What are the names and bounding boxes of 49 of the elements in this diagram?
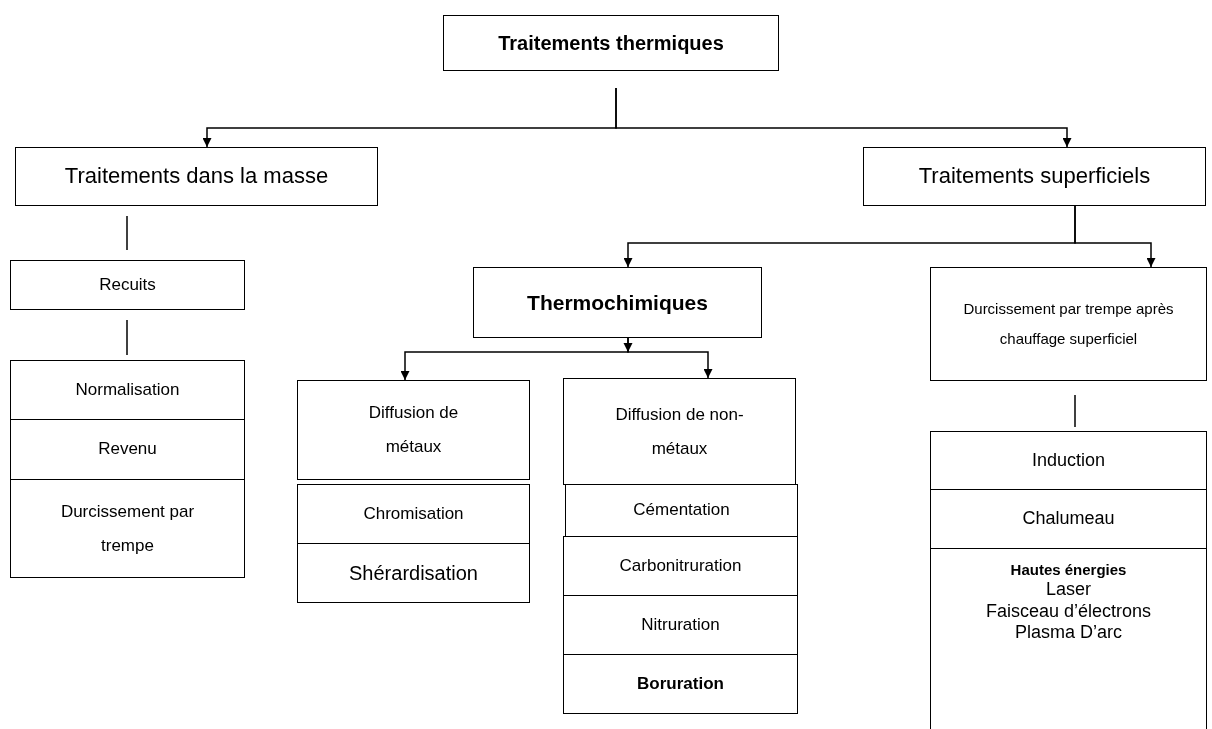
category-box <box>10 479 245 578</box>
list-item: Laser <box>1046 579 1091 601</box>
box-label: Traitements superficiels <box>918 163 1151 190</box>
category-box <box>15 147 378 206</box>
box-label: Normalisation <box>75 379 180 401</box>
arrow <box>615 87 1072 148</box>
category-box <box>930 431 1207 490</box>
connector-line <box>1074 394 1076 428</box>
arrow <box>627 337 713 379</box>
category-box <box>930 489 1207 549</box>
list-heading: Hautes énergies <box>1010 561 1127 579</box>
box-label: Chromisation <box>363 503 464 525</box>
box-label: Thermochimiques <box>527 289 708 316</box>
category-box <box>297 543 530 603</box>
box-label: Durcissement par trempe <box>59 500 196 557</box>
category-box <box>10 419 245 480</box>
category-box <box>563 378 796 485</box>
category-box <box>10 360 245 420</box>
category-box <box>443 15 779 71</box>
box-label: Traitements dans la masse <box>64 163 329 190</box>
box-label: Nitruration <box>641 614 720 636</box>
box-label: Chalumeau <box>1022 508 1115 530</box>
box-label: Cémentation <box>633 500 730 521</box>
category-box <box>930 548 1207 729</box>
box-label: Carbonitruration <box>619 555 742 577</box>
category-box <box>563 595 798 655</box>
box-label: Shérardisation <box>349 561 478 585</box>
category-box <box>563 654 798 714</box>
connector-line <box>126 215 128 251</box>
category-box <box>297 380 530 480</box>
connector-line <box>126 319 128 356</box>
box-label: Revenu <box>98 439 157 460</box>
box-label: Recuits <box>99 274 156 296</box>
box-label: Traitements thermiques <box>498 31 724 55</box>
category-box <box>565 484 798 537</box>
category-box <box>10 260 245 310</box>
box-label: Boruration <box>637 673 724 695</box>
arrow <box>1074 205 1156 268</box>
category-box <box>863 147 1206 206</box>
box-label: Durcissement par trempe après chauffage superficiel <box>962 299 1175 349</box>
box-label: Induction <box>1031 449 1106 472</box>
category-box <box>297 484 530 544</box>
list-item: Faisceau d’électrons <box>985 600 1152 623</box>
list-item: Plasma D’arc <box>1015 622 1122 644</box>
category-box <box>930 267 1207 381</box>
box-label: Diffusion de non-métaux <box>614 403 745 460</box>
category-box <box>563 536 798 596</box>
category-box <box>473 267 762 338</box>
box-label: Diffusion de métaux <box>367 402 460 458</box>
